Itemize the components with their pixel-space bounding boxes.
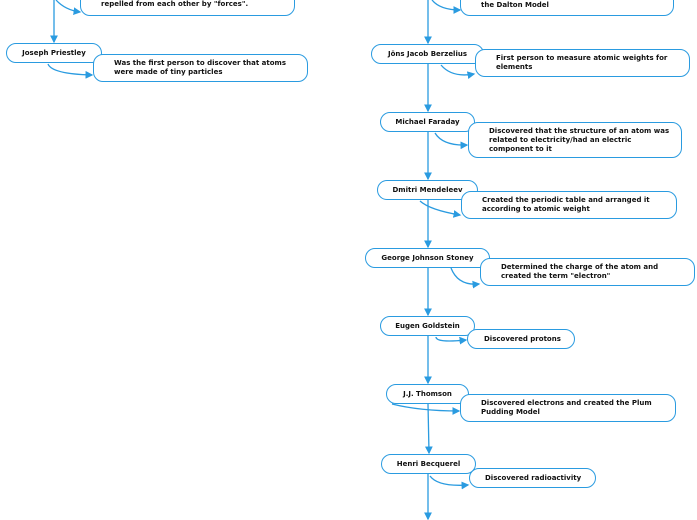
description-box[interactable]: Discovered electrons and created the Plu… (460, 394, 676, 422)
description-text: Discovered electrons and created the Plu… (481, 399, 652, 416)
description-text: Was the first person to discover that at… (114, 59, 287, 76)
description-text: First person to measure atomic weights f… (496, 54, 668, 71)
description-text: Created the periodic table and arranged … (482, 196, 650, 213)
description-text: Discovered protons (484, 334, 561, 343)
description-box[interactable]: Was the first person to discover that at… (93, 54, 308, 82)
node-label: George Johnson Stoney (381, 254, 474, 262)
node-label: Henri Becquerel (396, 460, 461, 468)
node-label: Michael Faraday (395, 118, 460, 126)
node-label: J.J. Thomson (403, 390, 452, 398)
node-mendeleev[interactable]: Dmitri Mendeleev (377, 180, 478, 200)
node-label: Joseph Priestley (22, 49, 86, 57)
description-box[interactable]: Determined the charge of the atom and cr… (480, 258, 695, 286)
description-box[interactable]: Created the periodic table and arranged … (461, 191, 677, 219)
description-text: Discovered radioactivity (485, 473, 582, 482)
node-joseph-priestley[interactable]: Joseph Priestley (6, 43, 102, 63)
node-label: Eugen Goldstein (395, 322, 460, 330)
description-text: the Dalton Model (481, 0, 549, 9)
node-becquerel[interactable]: Henri Becquerel (381, 454, 476, 474)
node-stoney[interactable]: George Johnson Stoney (365, 248, 490, 268)
description-text: Discovered that the structure of an atom… (489, 126, 670, 153)
node-goldstein[interactable]: Eugen Goldstein (380, 316, 475, 336)
description-box[interactable]: Discovered radioactivity (469, 468, 596, 488)
description-box[interactable]: Discovered protons (467, 329, 575, 349)
node-label: Jöns Jacob Berzelius (387, 50, 468, 58)
node-label: Dmitri Mendeleev (392, 186, 463, 194)
description-text: Determined the charge of the atom and cr… (501, 263, 659, 280)
description-box[interactable]: Suggested that all atoms either attract … (80, 0, 295, 16)
description-box[interactable]: the Dalton Model (460, 0, 674, 16)
node-thomson[interactable]: J.J. Thomson (386, 384, 469, 404)
node-berzelius[interactable]: Jöns Jacob Berzelius (371, 44, 484, 64)
node-faraday[interactable]: Michael Faraday (380, 112, 475, 132)
description-box[interactable]: First person to measure atomic weights f… (475, 49, 690, 77)
description-box[interactable]: Discovered that the structure of an atom… (468, 122, 682, 158)
description-text: Suggested that all atoms either attract … (101, 0, 249, 8)
